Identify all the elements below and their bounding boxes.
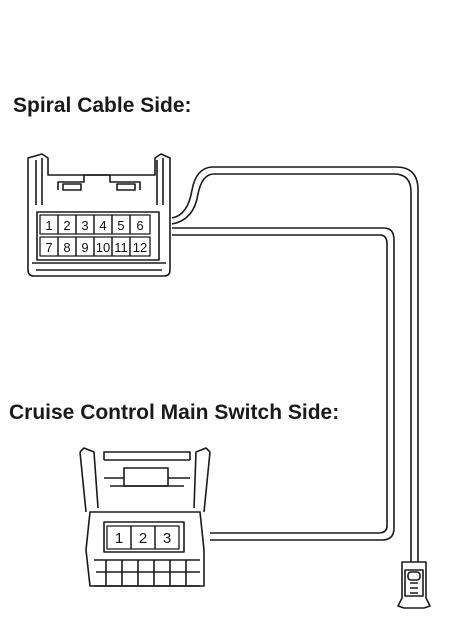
cruise-control-main-switch-side-label: Cruise Control Main Switch Side: bbox=[9, 401, 340, 424]
spiral-pin-3: 3 bbox=[81, 218, 88, 233]
spiral-pin-12: 12 bbox=[133, 240, 147, 255]
spiral-pin-grid bbox=[39, 214, 151, 257]
spiral-pin-7: 7 bbox=[45, 240, 52, 255]
cruise-pin-2: 2 bbox=[139, 530, 147, 547]
spiral-pin-10: 10 bbox=[96, 240, 110, 255]
spiral-pin-8: 8 bbox=[63, 240, 70, 255]
spiral-pin-11: 11 bbox=[114, 240, 128, 255]
spiral-pin-1: 1 bbox=[45, 218, 52, 233]
cruise-control-connector bbox=[79, 447, 211, 587]
harness-wire-inner bbox=[172, 227, 395, 541]
cruise-pin-labels: 1 2 3 bbox=[115, 530, 171, 547]
spiral-pin-labels: 1 2 3 4 5 6 7 8 9 10 11 12 bbox=[45, 218, 147, 255]
cruise-pin-grid bbox=[106, 525, 180, 550]
spiral-pin-5: 5 bbox=[117, 218, 124, 233]
spiral-pin-6: 6 bbox=[136, 218, 143, 233]
spiral-pin-4: 4 bbox=[99, 218, 106, 233]
spiral-pin-2: 2 bbox=[63, 218, 70, 233]
spiral-cable-side-label: Spiral Cable Side: bbox=[13, 94, 192, 117]
cruise-pin-3: 3 bbox=[163, 530, 171, 547]
cruise-pin-1: 1 bbox=[115, 530, 123, 547]
spiral-pin-9: 9 bbox=[81, 240, 88, 255]
harness-wire-outer bbox=[171, 166, 419, 562]
spiral-cable-connector bbox=[27, 153, 171, 277]
end-terminal-plug bbox=[397, 561, 431, 609]
